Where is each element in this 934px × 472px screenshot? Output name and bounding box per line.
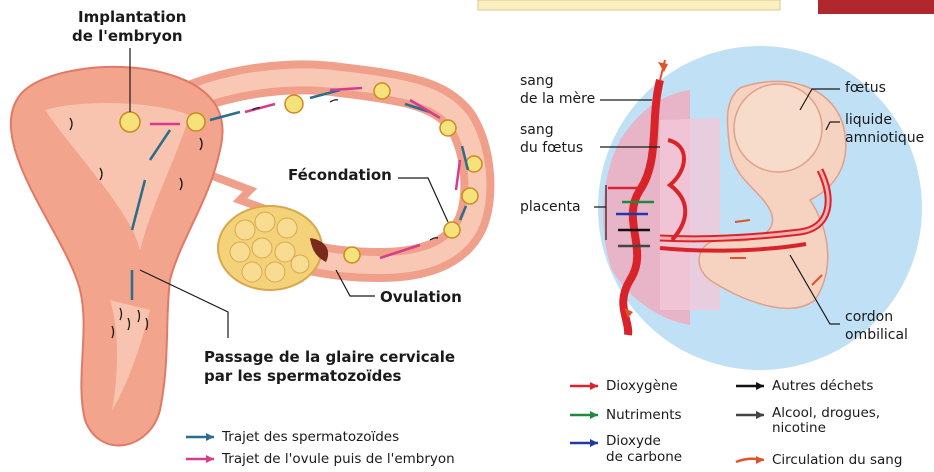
implantation-label-2: de l'embryon (72, 27, 183, 45)
legend-alcool-2: nicotine (772, 421, 826, 436)
sang-foetus-label-2: du fœtus (520, 140, 583, 156)
sang-mere-label-1: sang (520, 73, 554, 89)
fecondation-label: Fécondation (288, 166, 392, 184)
top-yellow-box (478, 0, 780, 10)
fetus-head (734, 84, 822, 172)
legend-dioxygene: Dioxygène (606, 379, 678, 394)
ovulated-ovum (344, 247, 360, 263)
legend-autres-dechets: Autres déchets (772, 379, 873, 394)
passage-label-2: par les spermatozoïdes (204, 367, 401, 385)
implanted-embryo (120, 112, 140, 132)
top-red-box (818, 0, 934, 14)
implantation-label-1: Implantation (78, 8, 186, 26)
sang-foetus-label-1: sang (520, 122, 554, 138)
cordon-label-1: cordon (845, 309, 893, 325)
liquide-label-2: amniotique (845, 130, 924, 146)
cordon-label-2: ombilical (845, 327, 908, 343)
legend-dioxyde-2: de carbone (606, 450, 682, 465)
ovulation-label: Ovulation (380, 288, 462, 306)
legend-nutriments: Nutriments (606, 408, 682, 423)
liquide-label-1: liquide (845, 112, 892, 128)
legend-sperm-path: Trajet des spermatozoïdes (222, 430, 399, 445)
legend-circulation: Circulation du sang (772, 453, 902, 468)
passage-label-1: Passage de la glaire cervicale (204, 348, 455, 366)
legend-alcool-1: Alcool, drogues, (772, 406, 880, 421)
sang-mere-label-2: de la mère (520, 91, 595, 107)
legend-ovum-path: Trajet de l'ovule puis de l'embryon (222, 452, 455, 467)
placenta-label: placenta (520, 199, 581, 215)
legend-dioxyde-1: Dioxyde (606, 434, 661, 449)
uterus-illustration (11, 48, 482, 445)
fertilization-ovum (444, 222, 460, 238)
foetus-label: fœtus (845, 80, 886, 96)
